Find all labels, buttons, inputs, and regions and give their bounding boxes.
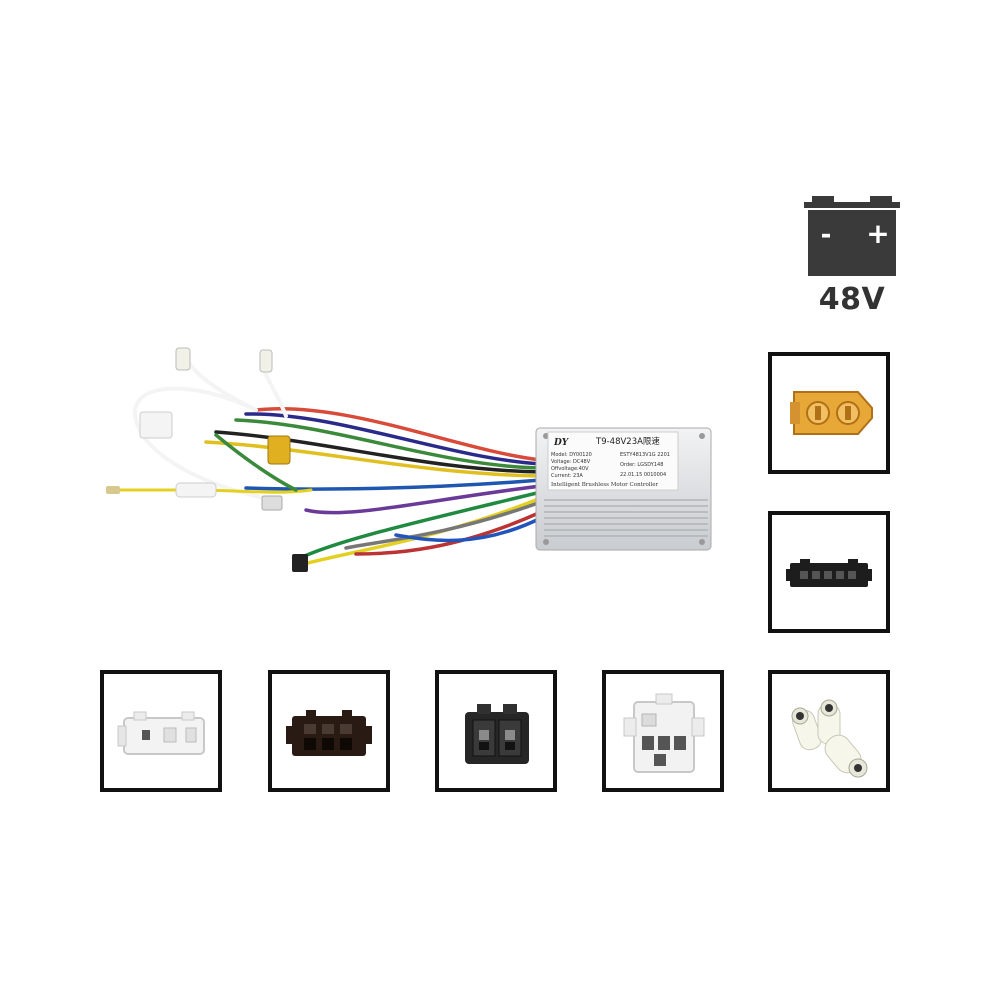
white-bullet-end [175,347,191,371]
connector-black-grid [268,670,390,792]
black-2x2-connector-image [465,704,529,764]
white-4pin-connector-image [623,693,705,773]
connector-bullets [768,670,890,792]
label-title: T9-48V23A限速 [595,437,660,447]
connector-black-6pin [768,511,890,633]
battery-icon: - + [804,196,900,276]
battery-minus-symbol: - [821,220,832,250]
label-model: Model: DY00120 [551,452,592,458]
label-code: ESTY4813V1G 2201 [620,452,670,458]
white-bullet-end-2 [259,349,273,373]
label-footer: Intelligent Brushless Motor Controller [551,482,659,488]
white-sleeve [175,482,217,498]
connector-xt60 [768,352,890,474]
small-gray-plug [261,495,283,511]
bullet-connectors-image [791,699,868,778]
label-current: Current: 23A [551,473,583,479]
label-voltage: Voltage: DC48V [551,459,591,465]
connector-white-4pin [602,670,724,792]
label-brand: DY [553,438,570,448]
white-plug-end [139,411,173,439]
controller-label [547,431,679,491]
xt60-connector-image [790,391,873,435]
battery-voltage-indicator: - + 48V [800,196,904,326]
connector-white-3pin [100,670,222,792]
wire-harness [114,348,543,574]
battery-plus-symbol: + [866,217,889,250]
yellow-spade-terminal [106,486,120,494]
black-grid-connector-image [286,710,372,756]
label-date: 22.01.15 0010004 [620,472,666,478]
label-order: Order: LGSDY148 [620,462,663,468]
controller-fins [544,499,708,537]
connector-black-2x2 [435,670,557,792]
label-offvoltage: Offvoltage:40V [551,466,589,472]
voltage-label: 48V [818,282,886,317]
yellow-xt60-end [267,435,291,465]
black-6pin-connector-image [786,559,872,587]
white-3pin-connector-image [117,711,205,755]
controller-photo: DY T9-48V23A限速 Model: DY00120 Voltage: D… [106,347,712,574]
black-small-plug [292,554,308,572]
